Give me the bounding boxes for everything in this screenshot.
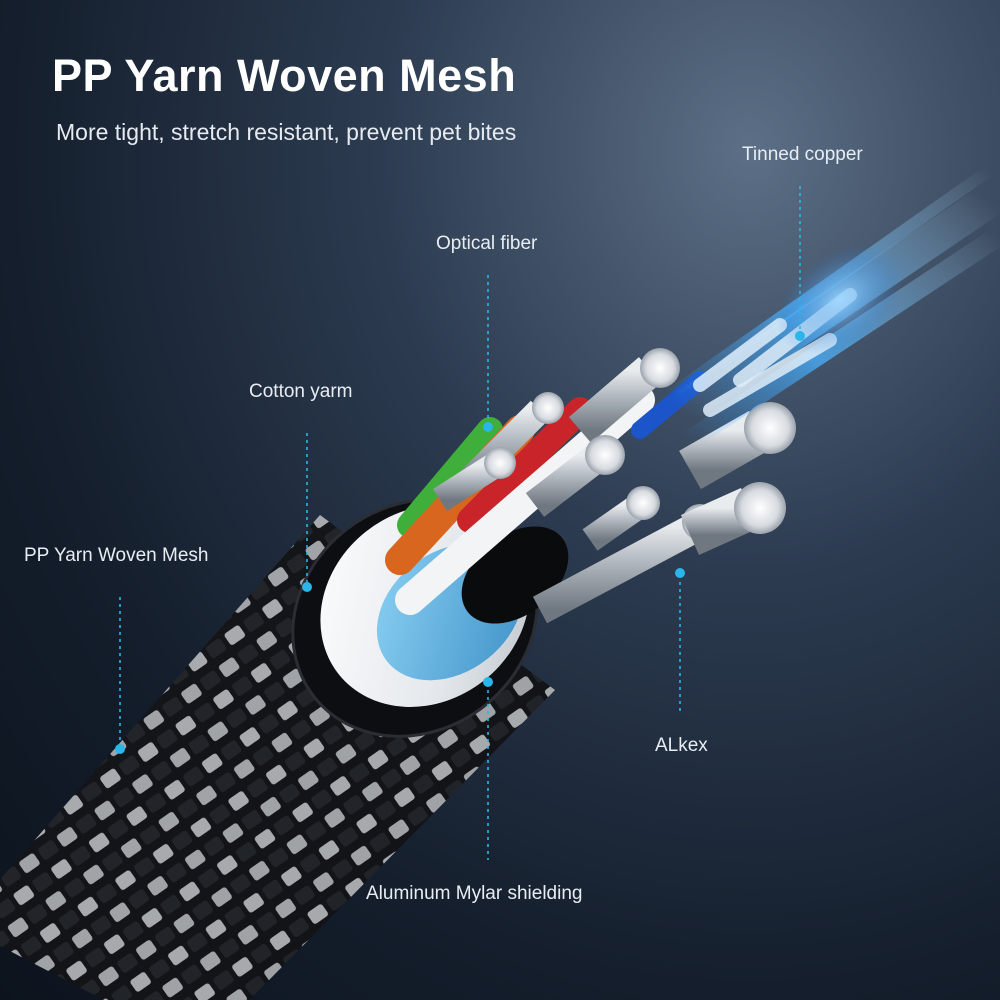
label-pp-yarn-mesh: PP Yarn Woven Mesh xyxy=(24,545,209,566)
page-title: PP Yarn Woven Mesh xyxy=(52,50,517,101)
strand-bundles xyxy=(433,348,796,624)
callout-dots xyxy=(115,331,805,754)
label-optical-fiber: Optical fiber xyxy=(436,233,538,254)
page-subtitle: More tight, stretch resistant, prevent p… xyxy=(56,119,517,145)
label-alkex: ALkex xyxy=(655,735,708,756)
label-tinned-copper: Tinned copper xyxy=(742,144,863,165)
label-aluminum-mylar: Aluminum Mylar shielding xyxy=(366,883,583,904)
optical-fibers xyxy=(663,164,1000,450)
label-cotton-yarn: Cotton yarm xyxy=(249,381,353,402)
callout-lines xyxy=(119,186,801,860)
